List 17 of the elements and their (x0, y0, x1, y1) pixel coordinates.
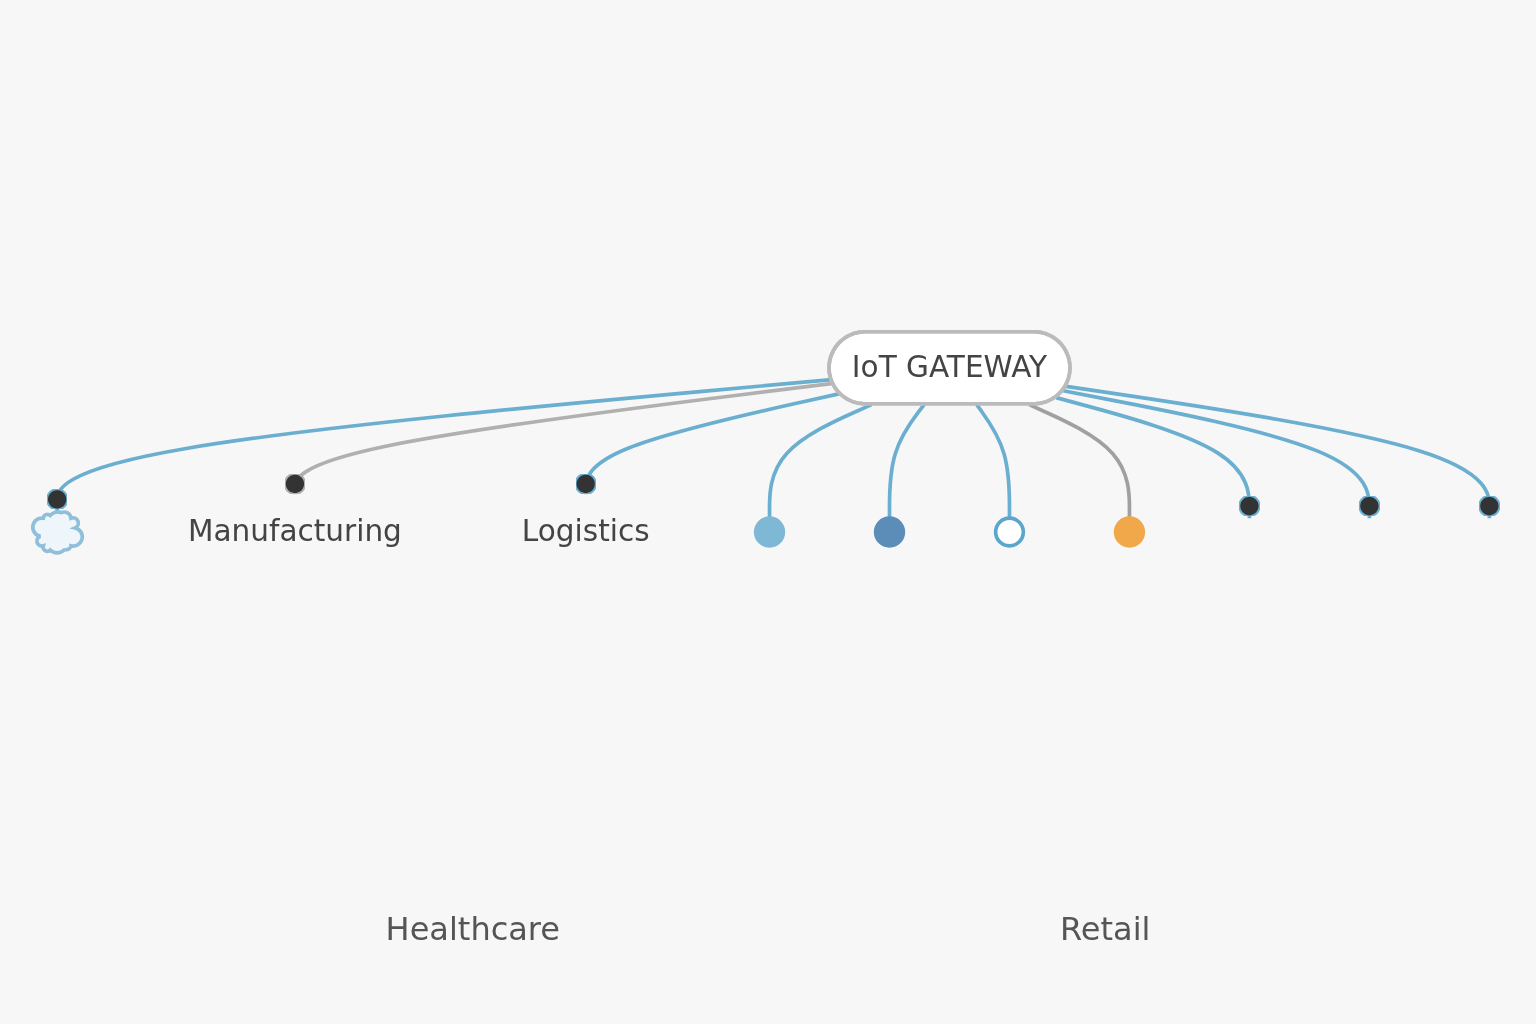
connector-line (767, 403, 873, 519)
connector-line (1062, 389, 1381, 519)
connector-line (887, 403, 926, 519)
connector-line (1028, 403, 1132, 519)
node-circle (993, 516, 1026, 548)
connector-line (975, 403, 1012, 519)
connector-line (1065, 384, 1501, 519)
node-circle (753, 516, 786, 548)
sector-label: Retail (1060, 910, 1151, 948)
connector-line (1055, 396, 1261, 519)
sector-label: Healthcare (385, 910, 560, 948)
node-circle (873, 516, 906, 548)
connector-line (574, 391, 841, 497)
node-circle (1113, 516, 1146, 548)
node-cloud (30, 510, 85, 555)
node-text: Logistics (521, 513, 650, 549)
node-text: Manufacturing (188, 513, 402, 549)
